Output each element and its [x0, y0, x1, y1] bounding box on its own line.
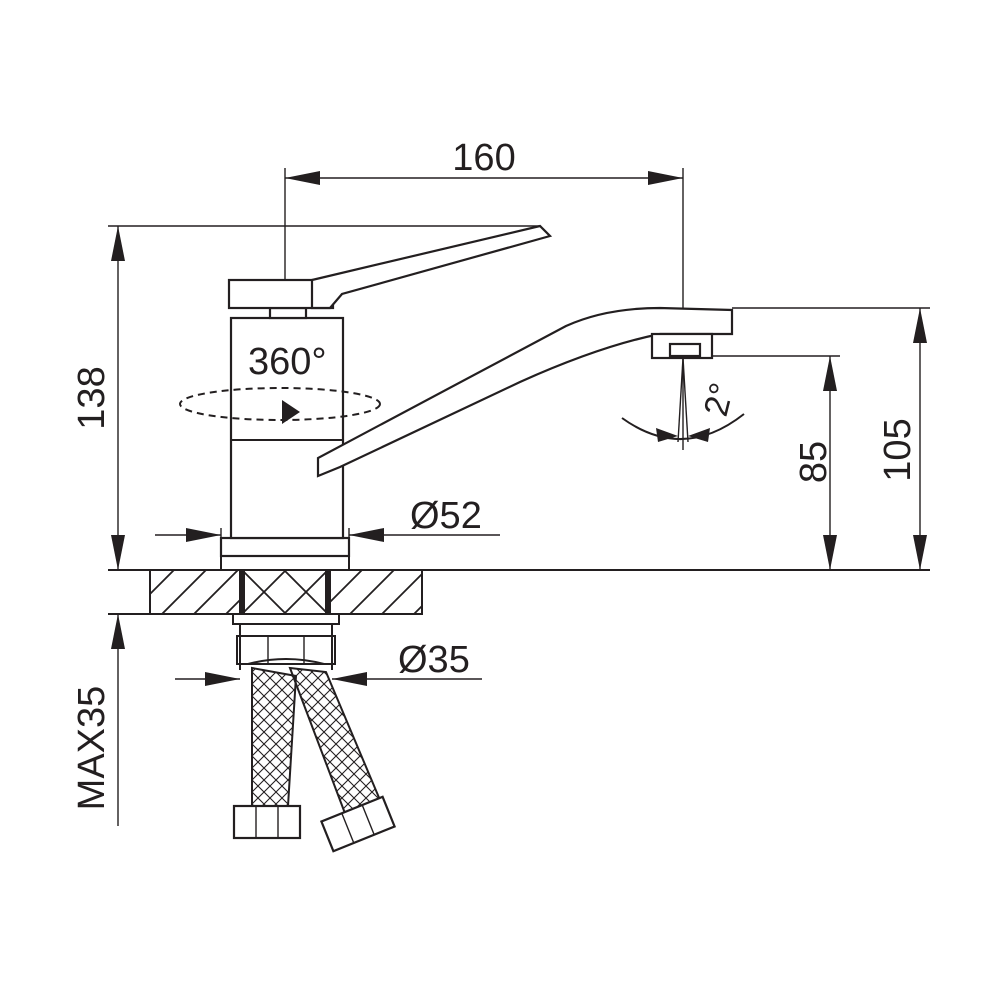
- mounting-nut: [241, 569, 329, 615]
- dimension-label-52: Ø52: [410, 495, 482, 537]
- hose-nut-left: [232, 804, 302, 840]
- arrow-85-top-icon: [823, 356, 837, 391]
- swivel-indicator: 2°: [621, 357, 745, 450]
- hose-nut-right: [319, 795, 397, 853]
- countertop-slab-left: [149, 569, 241, 615]
- rotation-arrow-icon: [282, 400, 300, 424]
- dimension-35: Ø35: [175, 639, 482, 686]
- lever-handle: [227, 224, 553, 310]
- body-cylinder: [229, 316, 345, 540]
- dimension-52: Ø52: [155, 495, 500, 542]
- rotation-indicator: 360°: [179, 341, 381, 424]
- dimension-label-138: 138: [71, 366, 113, 429]
- dimension-label-85: 85: [793, 441, 835, 483]
- shank-fittings: [232, 613, 340, 670]
- arrow-138-bottom-icon: [111, 535, 125, 570]
- arrow-35-left-icon: [205, 672, 240, 686]
- dimension-160: 160: [284, 137, 684, 308]
- arrow-85-bottom-icon: [823, 535, 837, 570]
- label-body-rotation: 360°: [248, 341, 327, 383]
- hatch-right: [330, 570, 422, 614]
- arrow-138-top-icon: [111, 226, 125, 261]
- swivel-arrow-right-icon: [688, 428, 710, 442]
- arrow-52-left-icon: [186, 528, 221, 542]
- dimension-105: 105: [732, 307, 930, 570]
- swivel-arrow-left-icon: [656, 428, 678, 442]
- countertop-slab-right: [329, 569, 423, 615]
- dimension-max35: MAX35: [71, 614, 125, 826]
- countertop: [108, 569, 930, 615]
- dimension-label-35: Ø35: [398, 639, 470, 681]
- spout: [316, 306, 734, 478]
- dimension-label-160: 160: [452, 137, 515, 179]
- faucet-body: [219, 306, 351, 570]
- arrow-105-top-icon: [913, 308, 927, 343]
- hatch-left: [150, 570, 240, 614]
- dimension-85: 85: [712, 355, 840, 570]
- arrow-160-left-icon: [285, 171, 320, 185]
- handle-lever: [310, 224, 553, 310]
- rotation-ellipse: [179, 387, 381, 421]
- label-aerator-swivel: 2°: [697, 379, 742, 420]
- arrow-160-right-icon: [648, 171, 683, 185]
- base-ring: [219, 536, 351, 558]
- supply-hose-right: [288, 666, 397, 853]
- supply-hose-left: [232, 666, 302, 840]
- arrow-max35-icon: [111, 614, 125, 649]
- arrow-52-right-icon: [349, 528, 384, 542]
- arrow-105-bottom-icon: [913, 535, 927, 570]
- dimension-label-105: 105: [877, 418, 919, 481]
- dimension-label-max35: MAX35: [71, 686, 113, 811]
- dimension-138: 138: [71, 225, 540, 570]
- arrow-35-right-icon: [332, 672, 367, 686]
